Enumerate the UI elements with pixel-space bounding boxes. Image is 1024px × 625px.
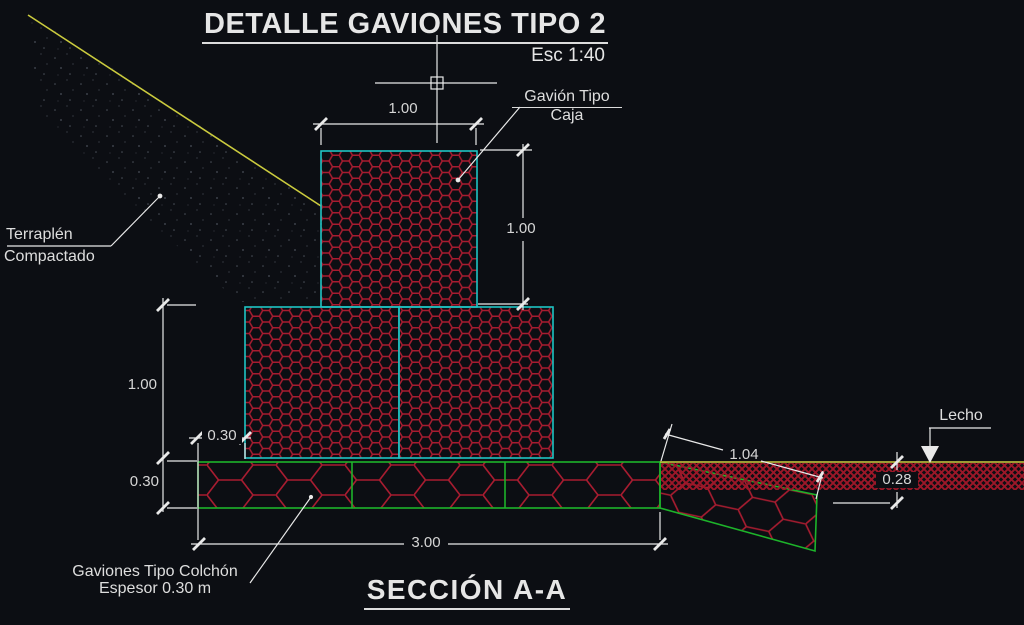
dim-box-mid-height: 1.00 — [127, 376, 157, 393]
dim-box-top-height: 1.00 — [500, 221, 542, 237]
label-gavion-caja-line2: Caja — [550, 106, 584, 124]
label-colchon-line2: Espesor 0.30 m — [98, 579, 212, 597]
label-colchon: Gaviones Tipo Colchón Espesor 0.30 m — [60, 563, 250, 598]
drawing-title: DETALLE GAVIONES TIPO 2 — [202, 9, 608, 45]
label-terraplen-line1: Terraplén — [6, 226, 73, 243]
river-bed-hatch — [661, 463, 1024, 490]
label-colchon-line1: Gaviones Tipo Colchón — [72, 563, 238, 580]
section-title: SECCIÓN A-A — [364, 575, 570, 611]
label-gavion-caja-line1: Gavión Tipo — [512, 88, 622, 108]
dim-bed-scour-depth: 0.28 — [876, 472, 918, 488]
dim-apron-slope-length: 1.04 — [729, 446, 759, 463]
embankment-slope-line — [27, 14, 322, 207]
dim-toe-offset: 0.30 — [202, 428, 242, 444]
drawing-scale: Esc 1:40 — [531, 45, 605, 66]
crosshair-cursor — [375, 35, 497, 143]
dim-box-top-width: 1.00 — [388, 100, 418, 117]
lecho-arrow-icon — [921, 446, 939, 463]
gabion-mattress — [197, 461, 661, 509]
dim-mattress-length: 3.00 — [404, 535, 448, 551]
label-terraplen-line2: Compactado — [4, 248, 95, 265]
label-lecho: Lecho — [939, 407, 983, 424]
gabion-box-middle-left — [244, 306, 400, 459]
dim-mattress-thickness: 0.30 — [129, 473, 159, 490]
gabion-box-middle-right — [398, 306, 554, 459]
label-gavion-caja: Gavión Tipo Caja — [512, 88, 622, 125]
dimension-ticks — [156, 117, 904, 551]
gabion-box-top — [320, 150, 478, 308]
